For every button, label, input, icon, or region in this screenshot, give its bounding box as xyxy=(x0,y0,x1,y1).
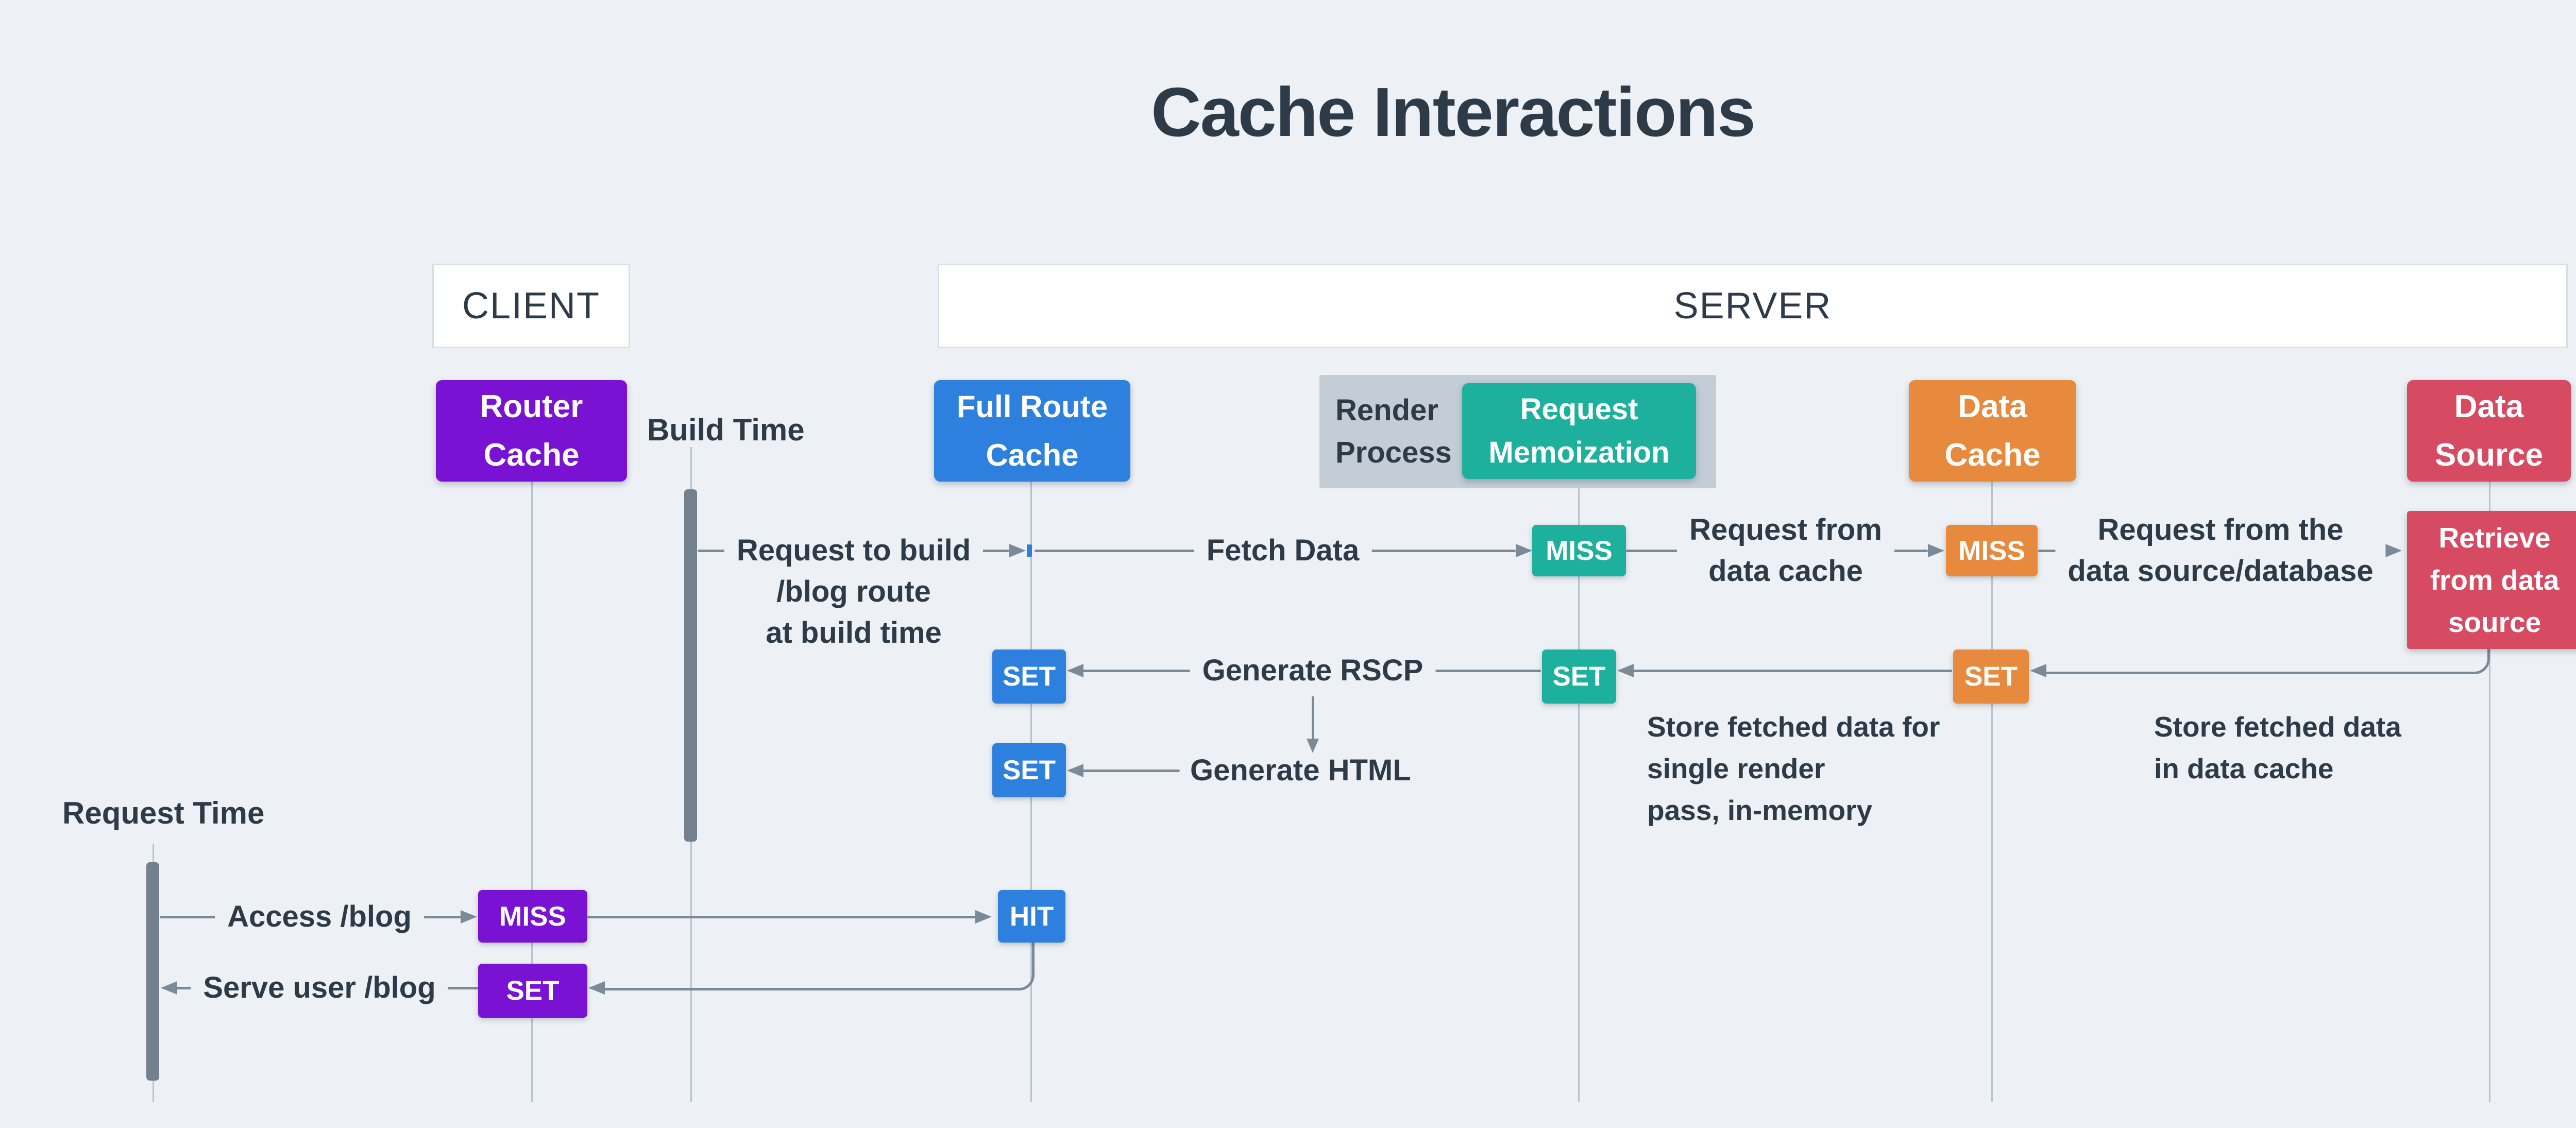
return-path-hit-to-router-set xyxy=(598,943,1035,990)
arrowhead-left xyxy=(1067,764,1083,777)
message-request-to-build: Request to build /blog route at build ti… xyxy=(724,530,984,654)
lane-client-label: CLIENT xyxy=(462,285,601,327)
arrowhead-left xyxy=(588,981,605,995)
lifeline-data-source xyxy=(2489,482,2490,1102)
page-title: Cache Interactions xyxy=(1151,73,1756,151)
arrowhead-right xyxy=(975,910,992,924)
lane-server: SERVER xyxy=(938,264,2568,348)
component-request-memoization: Request Memoization xyxy=(1462,383,1696,479)
arrowhead-right xyxy=(1009,544,1026,557)
badge-data-miss: MISS xyxy=(1946,525,2038,576)
arrowhead-left xyxy=(161,981,177,995)
message-request-from-data-cache: Request from data cache xyxy=(1677,509,1894,592)
arrowhead-left xyxy=(2030,664,2046,677)
component-render-process: Render Process xyxy=(1335,394,1452,469)
arrowhead-left xyxy=(1617,664,1634,677)
lifeline-data-cache xyxy=(1991,482,1993,1102)
arrowhead-right xyxy=(2385,544,2402,557)
return-path-retrieve-to-data-set xyxy=(2045,649,2490,674)
component-data-cache: Data Cache xyxy=(1909,380,2076,482)
component-data-source: Data Source xyxy=(2407,380,2571,482)
badge-frc-hit: HIT xyxy=(998,890,1065,943)
arrowhead-down xyxy=(1307,739,1319,753)
badge-memo-set: SET xyxy=(1542,650,1616,704)
activation-bar-build-time xyxy=(684,489,697,842)
badge-frc-set-html: SET xyxy=(992,743,1066,797)
build-time-label: Build Time xyxy=(647,413,805,447)
line-rscp-to-html xyxy=(1312,696,1314,739)
badge-router-set: SET xyxy=(478,964,587,1018)
badge-data-set: SET xyxy=(1953,650,2029,704)
component-full-route-cache: Full Route Cache xyxy=(934,380,1130,482)
message-access-blog: Access /blog xyxy=(215,896,424,937)
line-generate-html xyxy=(1082,770,1180,772)
lane-server-label: SERVER xyxy=(1673,285,1832,327)
arrowhead-right xyxy=(1928,544,1944,557)
full-route-cache-tick xyxy=(1027,544,1032,557)
message-fetch-data: Fetch Data xyxy=(1194,530,1372,571)
lifeline-request-memoization xyxy=(1578,488,1580,1102)
line-data-set-to-memo-set xyxy=(1632,670,1952,672)
badge-frc-set-rscp: SET xyxy=(992,650,1066,704)
activation-bar-request-time xyxy=(146,862,159,1081)
arrowhead-right xyxy=(461,910,477,924)
component-router-cache: Router Cache xyxy=(436,380,627,482)
badge-router-miss: MISS xyxy=(478,890,587,943)
badge-memo-miss: MISS xyxy=(1532,525,1626,576)
line-miss-to-hit xyxy=(587,916,975,918)
note-store-data-cache: Store fetched data in data cache xyxy=(2154,711,2401,784)
request-time-label: Request Time xyxy=(62,796,265,830)
arrowhead-right xyxy=(1516,544,1532,557)
component-retrieve-from-data-source: Retrieve from data source xyxy=(2407,511,2576,649)
message-generate-html: Generate HTML xyxy=(1190,754,1411,787)
lane-client: CLIENT xyxy=(432,264,630,348)
message-serve-user-blog: Serve user /blog xyxy=(191,967,448,1009)
note-store-single-pass: Store fetched data for single render pas… xyxy=(1647,711,1940,826)
lifeline-router-cache xyxy=(531,482,533,1102)
message-generate-rscp: Generate RSCP xyxy=(1190,650,1436,691)
arrowhead-left xyxy=(1067,664,1083,677)
message-request-from-source: Request from the data source/database xyxy=(2055,509,2386,592)
